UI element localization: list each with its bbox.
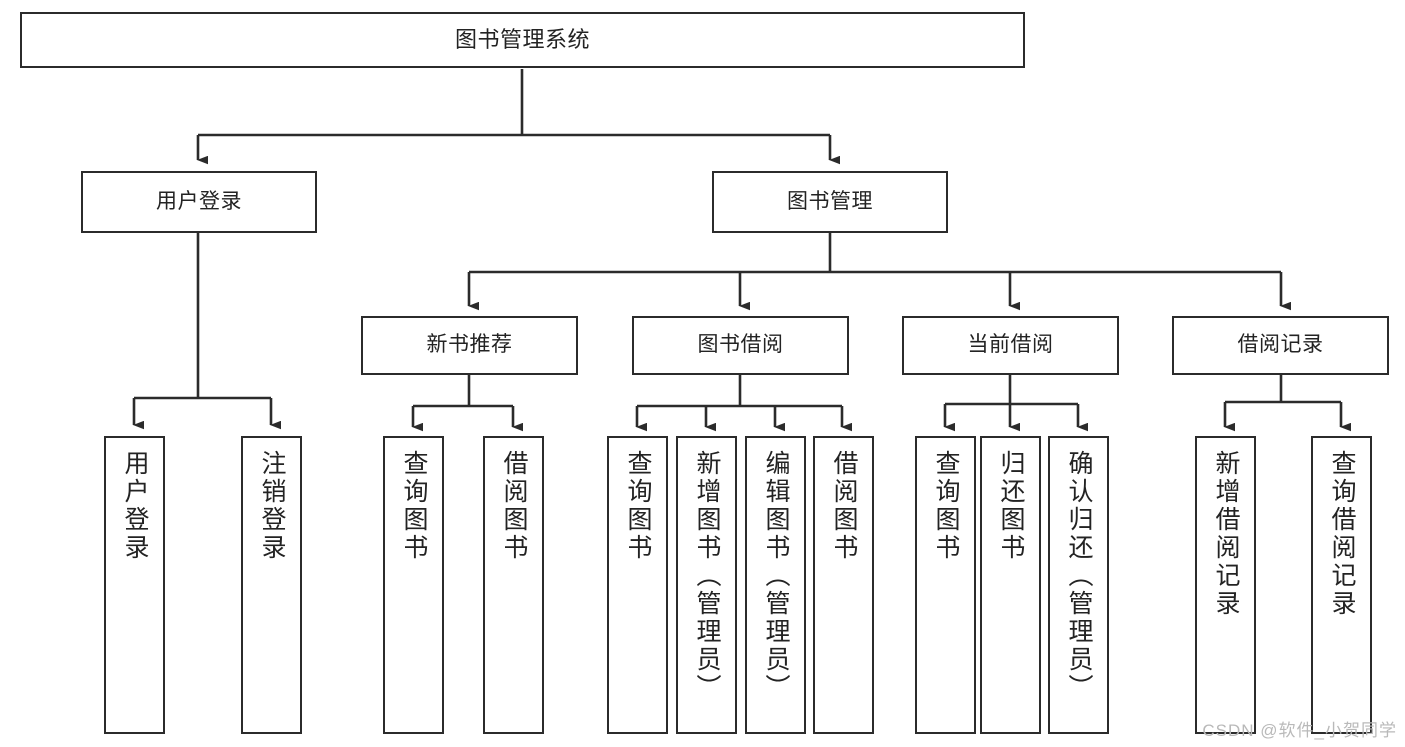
- node-label: 用户登录: [121, 450, 149, 562]
- node-label: 查询图书: [932, 450, 960, 562]
- node-label: 当前借阅: [967, 333, 1054, 357]
- node-current-borrow[interactable]: 当前借阅: [902, 316, 1119, 375]
- leaf-records-query-record[interactable]: 查询借阅记录: [1311, 436, 1372, 734]
- node-label: 图书借阅: [697, 333, 784, 357]
- node-label: 图书管理系统: [454, 27, 590, 53]
- leaf-user-logout[interactable]: 注销登录: [241, 436, 302, 734]
- node-label: 确认归还（管理员）: [1065, 450, 1093, 702]
- node-label: 注销登录: [258, 450, 286, 562]
- csdn-watermark: CSDN @软件_小贺同学: [1202, 721, 1397, 740]
- node-label: 编辑图书（管理员）: [762, 450, 790, 702]
- node-new-book-recommend[interactable]: 新书推荐: [361, 316, 578, 375]
- node-label: 归还图书: [997, 450, 1025, 562]
- leaf-borrow-query-book[interactable]: 查询图书: [607, 436, 668, 734]
- leaf-recommend-borrow-book[interactable]: 借阅图书: [483, 436, 544, 734]
- node-label: 用户登录: [156, 189, 242, 213]
- leaf-current-query-book[interactable]: 查询图书: [915, 436, 976, 734]
- leaf-current-confirm-return-admin[interactable]: 确认归还（管理员）: [1048, 436, 1109, 734]
- leaf-current-return-book[interactable]: 归还图书: [980, 436, 1041, 734]
- node-label: 新书推荐: [426, 333, 513, 357]
- leaf-borrow-edit-book-admin[interactable]: 编辑图书（管理员）: [745, 436, 806, 734]
- leaf-borrow-add-book-admin[interactable]: 新增图书（管理员）: [676, 436, 737, 734]
- node-label: 查询图书: [400, 450, 428, 562]
- leaf-records-add-record[interactable]: 新增借阅记录: [1195, 436, 1256, 734]
- node-book-borrow[interactable]: 图书借阅: [632, 316, 849, 375]
- leaf-user-login[interactable]: 用户登录: [104, 436, 165, 734]
- node-label: 借阅图书: [500, 450, 528, 562]
- node-label: 借阅记录: [1237, 333, 1324, 357]
- node-label: 图书管理: [787, 189, 873, 213]
- node-borrow-records[interactable]: 借阅记录: [1172, 316, 1389, 375]
- node-label: 新增图书（管理员）: [693, 450, 721, 702]
- node-book-management[interactable]: 图书管理: [712, 171, 948, 233]
- node-root-book-management-system[interactable]: 图书管理系统: [20, 12, 1025, 68]
- node-label: 借阅图书: [830, 450, 858, 562]
- leaf-borrow-borrow-book[interactable]: 借阅图书: [813, 436, 874, 734]
- node-user-login[interactable]: 用户登录: [81, 171, 317, 233]
- node-label: 查询借阅记录: [1328, 450, 1356, 618]
- leaf-recommend-query-book[interactable]: 查询图书: [383, 436, 444, 734]
- node-label: 查询图书: [624, 450, 652, 562]
- node-label: 新增借阅记录: [1212, 450, 1240, 618]
